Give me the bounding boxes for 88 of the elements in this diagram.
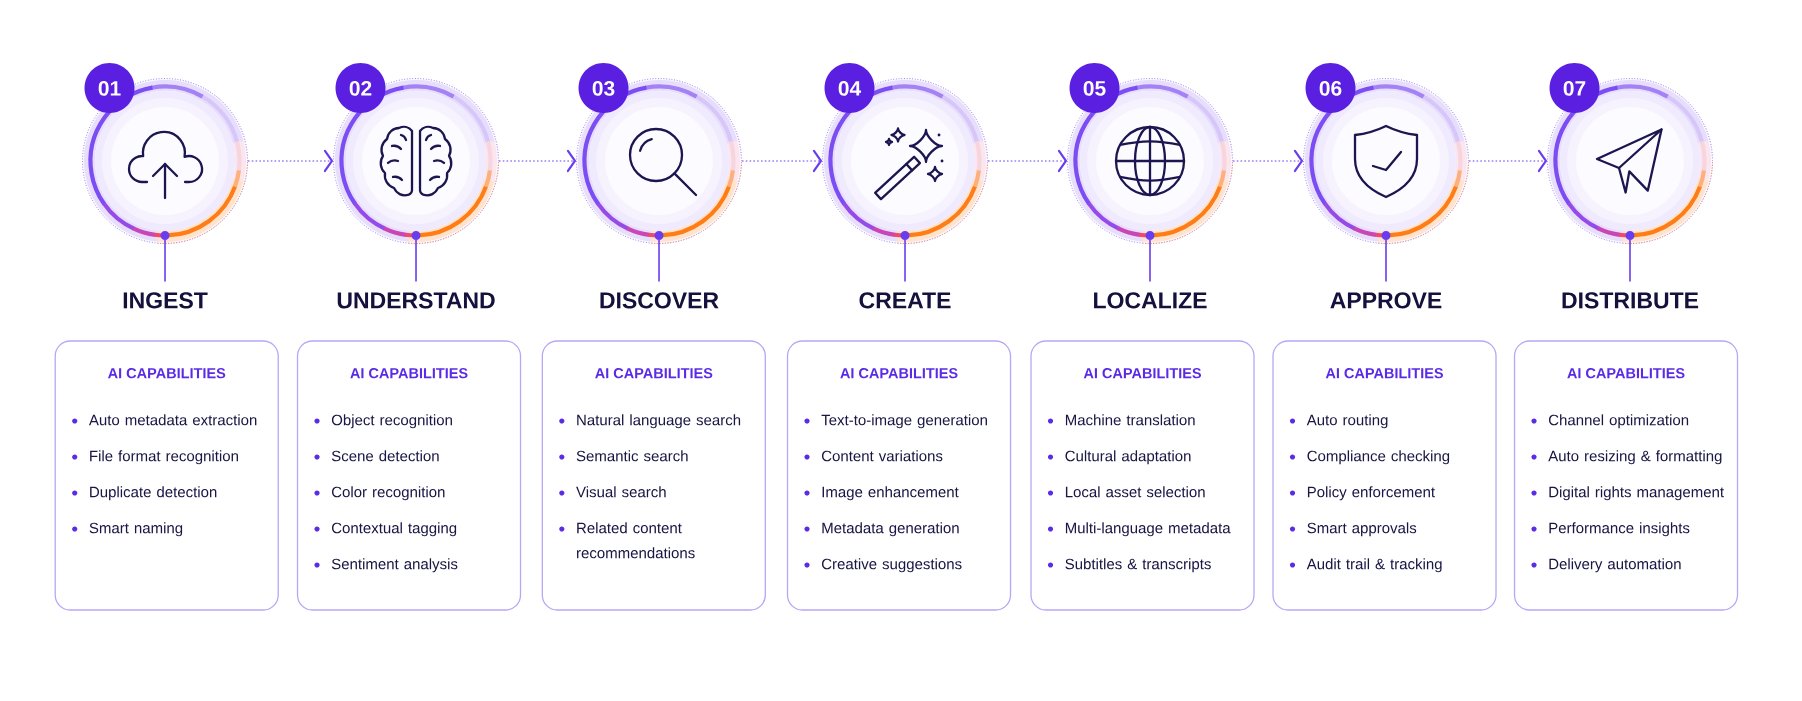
bullet-item: Color recognition [332,486,445,501]
arrow [1232,149,1304,173]
step-circle [576,78,742,244]
bullet-item: File format recognition [90,450,238,465]
bullet-item: Metadata generation [822,522,959,537]
bullet-item: Policy enforcement [1307,486,1435,501]
capabilities-card [296,340,522,611]
arrow [1468,149,1548,173]
capabilities-card [1513,340,1739,611]
step-circle [1067,78,1233,244]
step-number: 02 [349,80,372,96]
arrow [247,149,334,173]
connector-line [658,239,660,283]
number-badge [335,63,386,113]
bullet-item: Auto routing [1306,414,1388,429]
bullet-item: Image enhancement [822,486,959,501]
capabilities-card [54,340,279,611]
step-number: 03 [592,80,615,96]
card-heading: AI CAPABILITIES [595,368,713,379]
card-heading: AI CAPABILITIES [1083,368,1202,379]
step-circle [333,78,499,244]
bullet-item: Machine translation [1065,414,1195,426]
capabilities-card [541,340,766,611]
bullet-item: Channel optimization [1548,414,1689,429]
bullet-item: Local asset selection [1065,486,1205,498]
bullet-item: Auto metadata extraction [88,414,257,426]
card-heading: AI CAPABILITIES [1325,368,1444,379]
bullet-item: Performance insights [1549,522,1690,537]
step-number: 01 [98,80,121,96]
connector-line [1149,239,1151,283]
step-circle [822,78,988,244]
card-heading: AI CAPABILITIES [350,368,468,379]
bullet-item: Content variations [822,450,943,462]
bullet-item: Sentiment analysis [331,558,458,573]
bullet-item: Scene detection [331,450,439,462]
bullet-item: Contextual tagging [332,522,457,537]
card-heading: AI CAPABILITIES [840,368,958,379]
bullet-item: Semantic search [576,450,688,462]
bullet-item: Delivery automation [1549,558,1681,573]
capabilities-card [786,340,1012,611]
step-circle [1547,78,1713,244]
capabilities-card [1272,340,1497,611]
number-badge [578,63,629,113]
number-badge [1305,63,1356,113]
bullet-item: Text-to-image generation [821,414,987,429]
connector-line [904,239,906,283]
stage-title: LOCALIZE [1094,292,1207,309]
arrow [987,149,1068,173]
step-circle [82,78,248,244]
bullet-item: Auto resizing & formatting [1548,450,1722,465]
connector-line [164,239,166,283]
capabilities-card [1030,340,1255,611]
connector-line [415,239,417,283]
bullet-item: Cultural adaptation [1065,450,1191,465]
stage-title: INGEST [123,292,208,309]
step-circle [1303,78,1469,244]
bullet-item: Multi-language metadata [1065,522,1231,537]
bullet-item: Duplicate detection [90,486,217,501]
bullet-item: Compliance checking [1307,450,1450,465]
number-badge [1069,63,1120,113]
bullet-item: Smart approvals [1307,522,1417,537]
stage-title: DISCOVER [600,292,719,309]
card-heading: AI CAPABILITIES [108,368,226,379]
bullet-item: Audit trail & tracking [1306,558,1442,573]
bullet-item: Smart naming [89,522,183,537]
arrow [741,149,823,173]
bullet-item: Object recognition [331,414,452,429]
stage-title: UNDERSTAND [337,292,495,309]
number-badge [824,63,875,113]
step-number: 06 [1319,80,1342,96]
connector-line [1629,239,1631,283]
bullet-item: Digital rights management [1549,486,1724,501]
bullet-item: Visual search [576,486,666,498]
bullet-item: Creative suggestions [822,558,962,573]
step-number: 07 [1563,80,1586,96]
number-badge [84,63,135,113]
bullet-item: Natural language search [577,414,741,429]
bullet-item: Related content recommendations [577,522,695,559]
stage-title: APPROVE [1330,292,1442,309]
step-number: 05 [1083,80,1106,96]
connector-line [1385,239,1387,283]
step-number: 04 [838,80,862,96]
stage-title: CREATE [859,292,951,309]
card-heading: AI CAPABILITIES [1567,368,1685,379]
number-badge [1549,63,1600,113]
bullet-item: Subtitles & transcripts [1065,558,1211,573]
arrow [498,149,577,173]
stage-title: DISTRIBUTE [1562,292,1699,309]
